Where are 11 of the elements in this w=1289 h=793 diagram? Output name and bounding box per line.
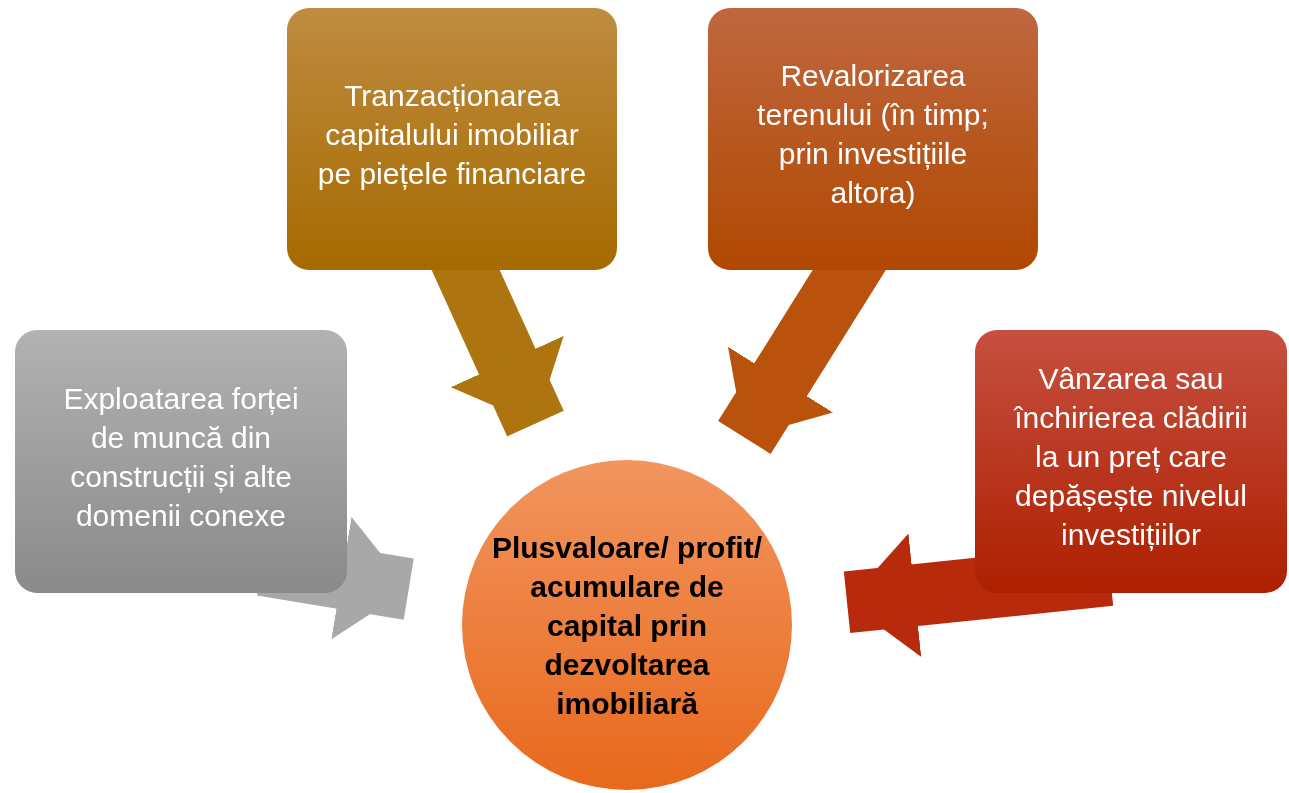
block-arrow [257,516,414,640]
result-text: Plusvaloare/ profit/ acumulare de capital prin dezvoltarea imobiliară [490,529,764,722]
box-text: Revalorizarea terenului (în timp; prin investițiile altora) [756,58,990,211]
source-box [975,330,1287,593]
box-text: Vânzarea sau închirierea clădirii la un preț care depășește nivelul investițiilor [1013,361,1249,553]
source-box [287,8,617,270]
source-box [15,330,347,593]
source-box [708,8,1038,270]
box-text: Exploatarea forței de muncă din construcții și alte domenii conexe [62,380,300,534]
box-text: Tranzacționarea capitalului imobiliar pe piețele financiare [317,77,587,192]
block-arrow [843,533,1114,657]
